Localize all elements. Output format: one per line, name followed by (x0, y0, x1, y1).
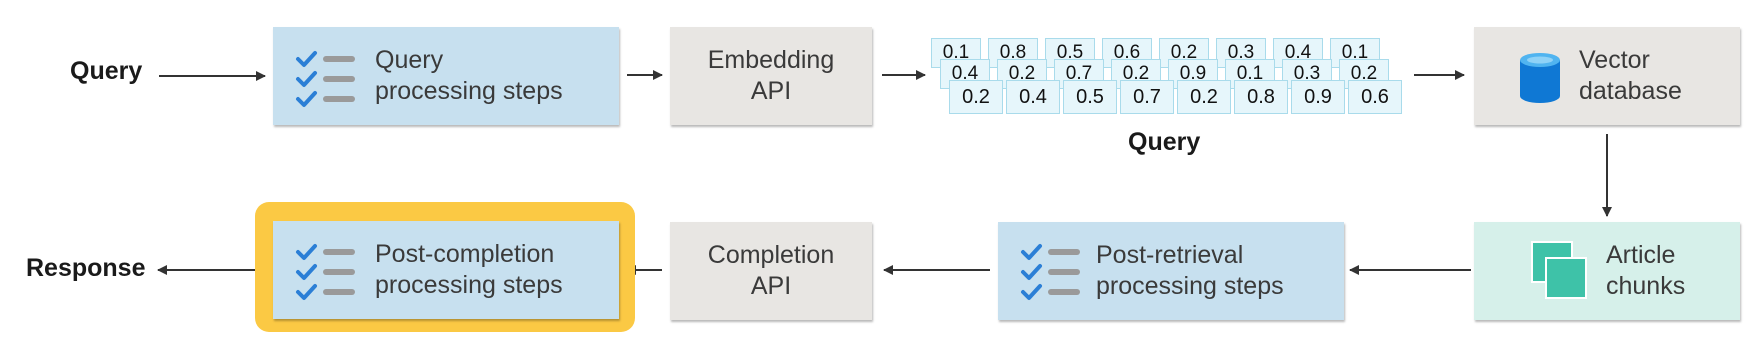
vector-database-line1: Vector (1579, 46, 1650, 74)
vector-cell: 0.9 (1291, 80, 1345, 114)
vector-cell: 0.7 (1120, 80, 1174, 114)
completion-api-line2: API (750, 272, 792, 300)
post-retrieval-line2: processing steps (1096, 272, 1284, 300)
vector-cell: 0.4 (1006, 80, 1060, 114)
article-chunks-box: Article chunks (1474, 222, 1740, 320)
query-label: Query (70, 57, 143, 85)
vector-cell: 0.2 (949, 80, 1003, 114)
embedding-api-box: Embedding API (670, 27, 872, 125)
completion-api-box: Completion API (670, 222, 872, 320)
query-processing-line1: Query (375, 46, 444, 74)
post-completion-line2: processing steps (375, 271, 563, 299)
embedding-api-line2: API (750, 77, 792, 105)
checklist-icon (1021, 244, 1080, 300)
document-stack-icon (1531, 241, 1587, 299)
checklist-icon (296, 244, 355, 300)
article-chunks-line2: chunks (1606, 272, 1686, 300)
completion-api-line1: Completion (707, 241, 835, 269)
query-processing-box: Query processing steps (273, 27, 619, 125)
vector-cell: 0.6 (1348, 80, 1402, 114)
post-retrieval-box: Post-retrieval processing steps (998, 222, 1344, 320)
vector-database-line2: database (1579, 77, 1682, 105)
embedding-api-line1: Embedding (707, 46, 835, 74)
vector-database-box: Vector database (1474, 27, 1740, 125)
vector-cell: 0.2 (1177, 80, 1231, 114)
database-icon (1520, 53, 1560, 103)
embedding-caption: Query (1128, 128, 1201, 156)
query-processing-line2: processing steps (375, 77, 563, 105)
response-label: Response (26, 254, 146, 282)
vector-cell: 0.8 (1234, 80, 1288, 114)
post-completion-line1: Post-completion (375, 240, 555, 268)
article-chunks-line1: Article (1606, 241, 1676, 269)
post-retrieval-line1: Post-retrieval (1096, 241, 1244, 269)
checklist-icon (296, 51, 355, 107)
vector-cell: 0.5 (1063, 80, 1117, 114)
post-completion-box: Post-completion processing steps (273, 221, 619, 319)
